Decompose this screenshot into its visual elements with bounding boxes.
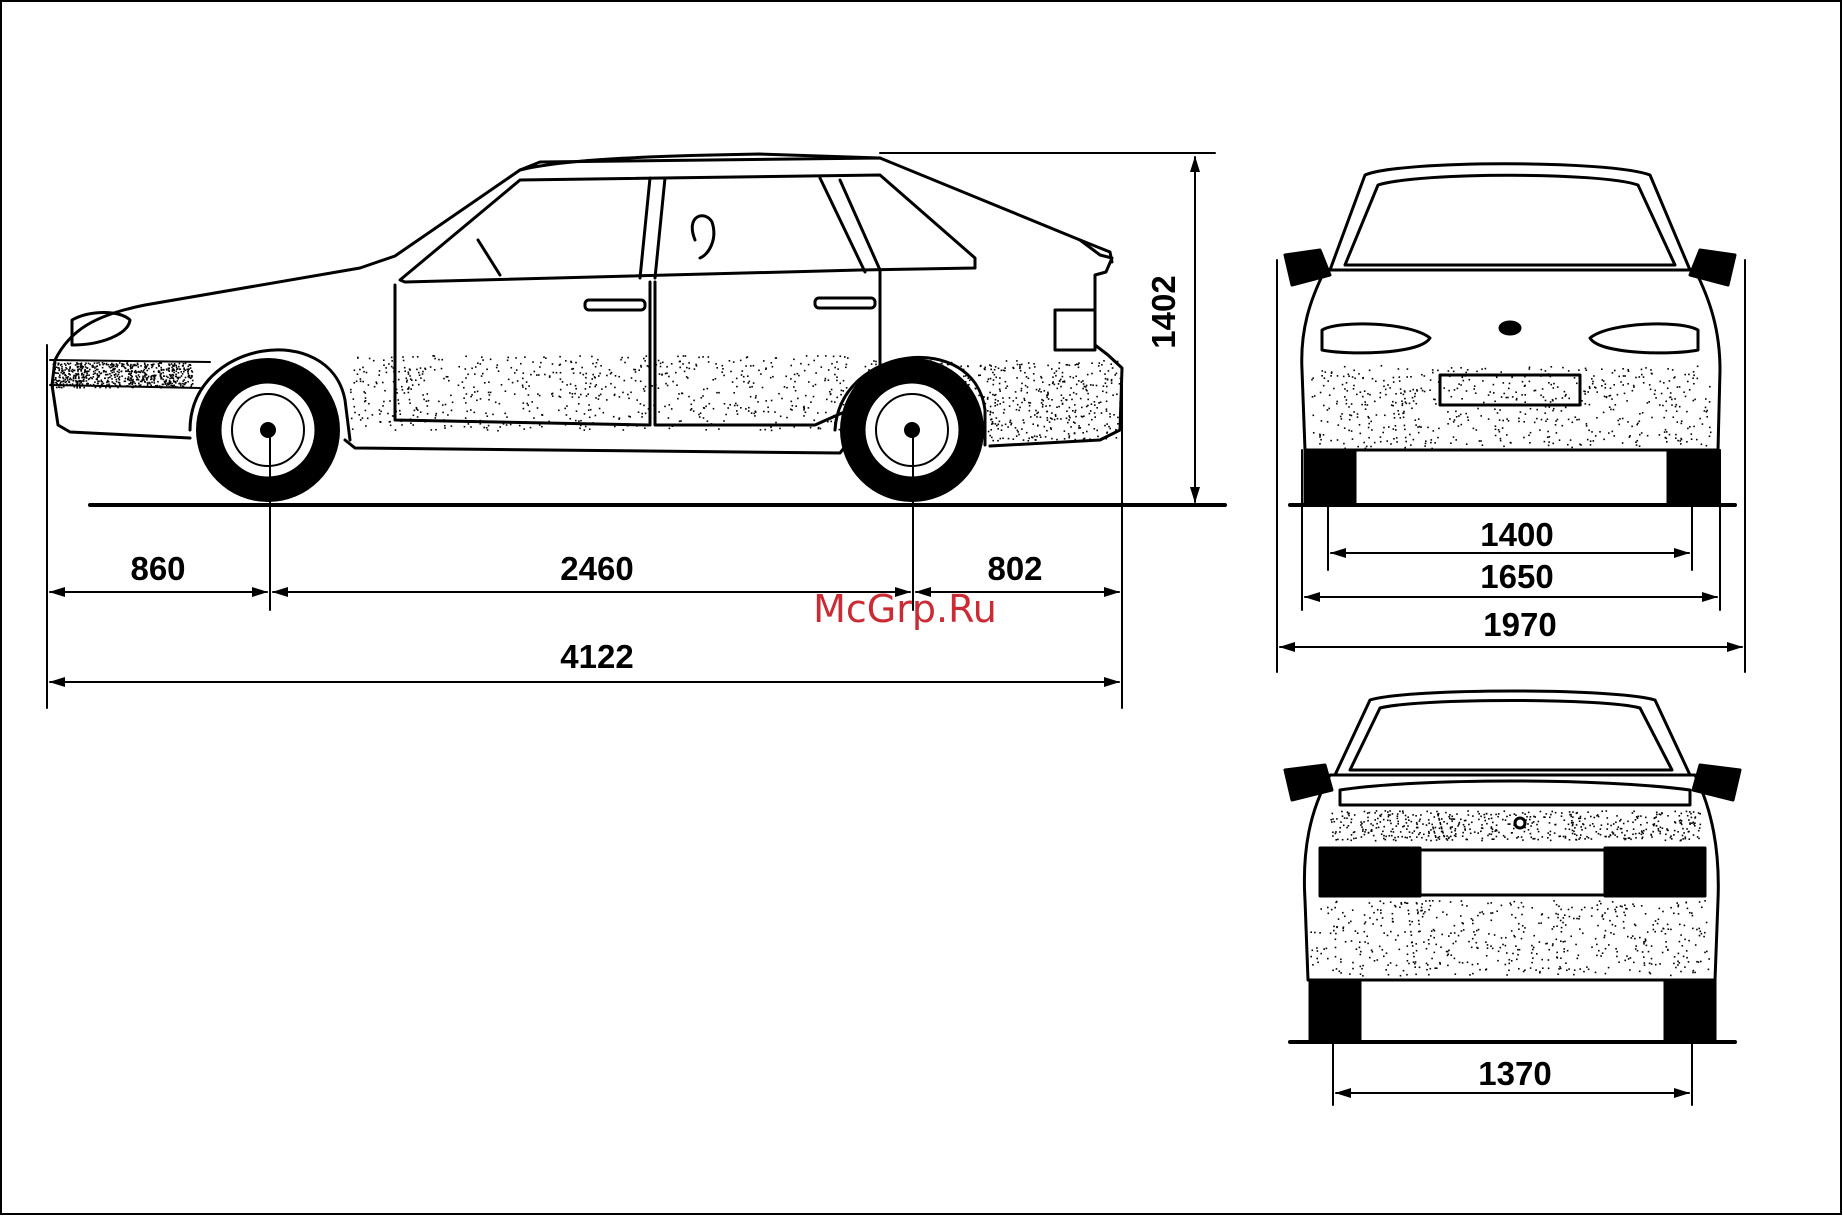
- label-mirror-width: 1970: [1483, 606, 1556, 643]
- rear-right-taillamp: [1603, 846, 1707, 898]
- label-height: 1402: [1145, 275, 1182, 348]
- rear-glass-outline: [1333, 689, 1692, 777]
- front-right-headlamp: [1588, 322, 1700, 355]
- front-view-car: [1283, 162, 1737, 507]
- front-windshield-outline: [1328, 162, 1692, 272]
- side-front-wheel: [196, 358, 340, 502]
- label-overall-length: 4122: [560, 638, 633, 675]
- side-steering: [476, 238, 502, 277]
- front-left-headlamp: [1320, 322, 1432, 355]
- label-front-track: 1400: [1480, 516, 1553, 553]
- side-windows: [398, 173, 977, 284]
- side-roof: [518, 152, 882, 172]
- label-rear-track: 1370: [1478, 1055, 1551, 1092]
- front-left-tire: [1303, 448, 1357, 507]
- rear-spoiler: [1338, 779, 1692, 807]
- side-spoiler: [1078, 238, 1114, 264]
- side-b-pillar: [638, 176, 652, 280]
- rear-left-tire: [1308, 978, 1362, 1044]
- watermark: McGrp.Ru: [813, 587, 997, 631]
- side-c-pillar: [818, 176, 867, 274]
- side-headlamp: [70, 311, 132, 347]
- label-body-width: 1650: [1480, 558, 1553, 595]
- front-body: [1300, 268, 1722, 452]
- front-wheel-arch: [188, 348, 352, 442]
- side-b-pillar-2: [653, 176, 667, 280]
- rear-right-mirror: [1691, 763, 1742, 802]
- side-taillamp: [1053, 308, 1097, 352]
- rear-view-car: [1283, 689, 1742, 1044]
- side-front-door: [393, 280, 652, 427]
- label-rear-overhang: 802: [987, 550, 1042, 587]
- rear-shading: [1310, 810, 1710, 977]
- side-sill: [343, 438, 852, 455]
- rear-license-plate: [1418, 848, 1607, 897]
- side-driver-silhouette: [690, 214, 716, 260]
- label-wheelbase: 2460: [560, 550, 633, 587]
- rear-emblem: [1513, 816, 1527, 830]
- label-front-overhang: 860: [130, 550, 185, 587]
- front-right-mirror: [1688, 248, 1737, 287]
- rear-dimensions: [1332, 1041, 1693, 1106]
- side-dimensions: [46, 152, 1216, 709]
- front-license-plate: [1438, 373, 1582, 407]
- side-c-pillar-2: [838, 178, 882, 272]
- rear-door-handle: [813, 296, 877, 310]
- front-windshield: [1343, 173, 1677, 267]
- front-left-mirror: [1283, 248, 1332, 287]
- rear-glass: [1348, 699, 1674, 772]
- front-dimensions: [1276, 259, 1746, 673]
- front-door-handle: [583, 298, 647, 312]
- front-emblem: [1498, 320, 1522, 336]
- rear-wheel-arch: [833, 355, 987, 447]
- front-right-tire: [1666, 448, 1720, 507]
- rear-right-tire: [1663, 978, 1717, 1044]
- rear-left-taillamp: [1318, 846, 1422, 898]
- front-shading: [1311, 365, 1712, 452]
